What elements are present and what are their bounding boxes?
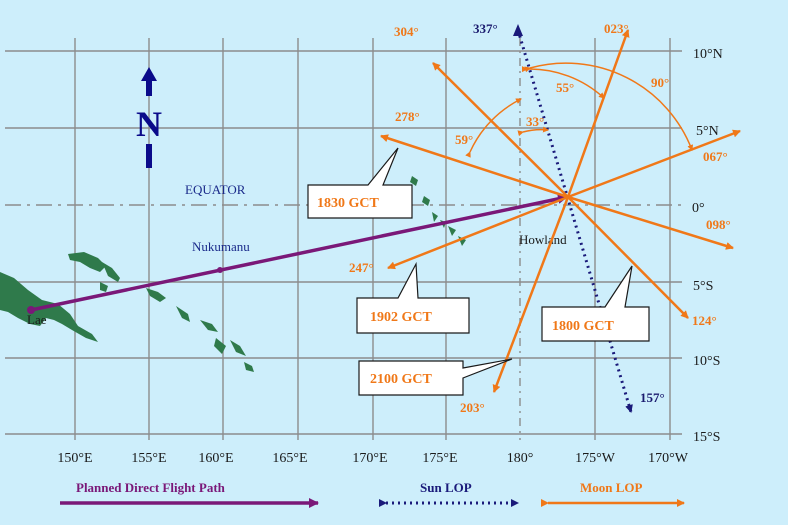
lon-label-155e: 155°E <box>131 451 166 466</box>
callout-1800: 1800 GCT <box>541 265 650 342</box>
lat-label-15s: 15°S <box>693 430 720 445</box>
angle-33: 33° <box>526 114 544 129</box>
bearing-124: 124° <box>692 313 717 328</box>
lae-label: Lae <box>27 312 47 327</box>
island-g <box>410 176 418 186</box>
island-e <box>244 362 254 372</box>
nukumanu-label: Nukumanu <box>192 239 250 254</box>
moon-bearing-labels: 304° 023° 278° 067° 098° 247° 124° 203° <box>349 21 731 415</box>
lat-label-5n: 5°N <box>696 124 719 139</box>
bougainville <box>146 288 166 302</box>
island-a <box>176 306 190 322</box>
island-d <box>230 340 246 356</box>
legend: Planned Direct Flight Path Sun LOP Moon … <box>60 480 685 508</box>
lae-marker <box>27 306 35 314</box>
legend-sun-label: Sun LOP <box>420 480 472 495</box>
bearing-067: 067° <box>703 149 728 164</box>
island-j <box>448 226 456 236</box>
callout-1830: 1830 GCT <box>307 147 413 219</box>
lon-label-150e: 150°E <box>57 451 92 466</box>
legend-moon-label: Moon LOP <box>580 480 643 495</box>
latitude-labels: 10°N 5°N 0° 5°S 10°S 15°S <box>692 47 723 445</box>
callout-1902: 1902 GCT <box>356 261 470 334</box>
island-b <box>200 320 218 332</box>
sun-lop-north-arrowhead <box>513 24 523 36</box>
bearing-203: 203° <box>460 400 485 415</box>
island-f <box>100 282 108 292</box>
angle-labels: 55° 90° 33° 59° <box>455 75 669 147</box>
callout-1902-text: 1902 GCT <box>370 310 433 325</box>
legend-flight-path-label: Planned Direct Flight Path <box>76 480 226 495</box>
bearing-304: 304° <box>394 24 419 39</box>
bearing-337: 337° <box>473 21 498 36</box>
angle-arcs <box>465 62 694 158</box>
bearing-098: 098° <box>706 217 731 232</box>
sun-lop-line <box>516 29 633 413</box>
callout-1800-text: 1800 GCT <box>552 319 615 334</box>
lat-label-0: 0° <box>692 201 705 216</box>
island-c <box>214 338 226 354</box>
bearing-278: 278° <box>395 109 420 124</box>
angle-59: 59° <box>455 132 473 147</box>
north-arrow: N <box>136 67 162 168</box>
bearing-023: 023° <box>604 21 629 36</box>
north-arrow-icon <box>141 67 157 96</box>
angle-90: 90° <box>651 75 669 90</box>
nukumanu-marker <box>217 267 223 273</box>
longitude-labels: 150°E 155°E 160°E 165°E 170°E 175°E 180°… <box>57 451 688 466</box>
lon-label-170w: 170°W <box>648 451 689 466</box>
new-ireland <box>102 262 120 282</box>
lat-label-10n: 10°N <box>693 47 723 62</box>
sun-bearing-labels: 337° 157° <box>473 21 665 405</box>
lon-label-175e: 175°E <box>422 451 457 466</box>
howland-label: Howland <box>519 232 567 247</box>
planned-flight-path <box>27 193 568 314</box>
bearing-247: 247° <box>349 260 374 275</box>
bearing-157: 157° <box>640 390 665 405</box>
lon-label-165e: 165°E <box>272 451 307 466</box>
lon-label-175w: 175°W <box>575 451 616 466</box>
new-britain <box>68 252 106 272</box>
lon-label-160e: 160°E <box>198 451 233 466</box>
island-h <box>422 196 430 206</box>
equator-label: EQUATOR <box>185 182 246 197</box>
angle-55: 55° <box>556 80 574 95</box>
lon-label-180: 180° <box>507 451 534 466</box>
north-letter: N <box>136 104 162 144</box>
lat-label-10s: 10°S <box>693 354 720 369</box>
callout-1830-text: 1830 GCT <box>317 196 380 211</box>
island-i <box>432 212 438 222</box>
lat-label-5s: 5°S <box>693 279 713 294</box>
callout-2100: 2100 GCT <box>358 358 513 396</box>
callout-2100-text: 2100 GCT <box>370 372 433 387</box>
lon-label-170e: 170°E <box>352 451 387 466</box>
graticule <box>5 38 682 440</box>
